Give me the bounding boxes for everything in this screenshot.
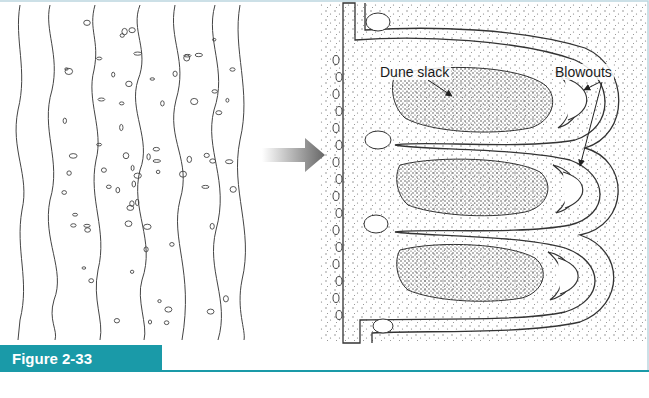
caption-bar (0, 345, 162, 371)
bead (333, 192, 339, 201)
pebble (62, 191, 67, 195)
pebble (84, 224, 90, 227)
bead (333, 124, 339, 133)
pebble (97, 57, 102, 60)
pebble (213, 38, 216, 41)
bead (333, 226, 339, 235)
pebble (119, 102, 124, 105)
pebble (131, 165, 134, 170)
pebble (67, 171, 71, 175)
pebble (165, 307, 172, 312)
pebble (158, 300, 161, 303)
pebble (116, 187, 120, 192)
bead (333, 90, 339, 99)
pebble (125, 221, 132, 227)
pebble (230, 68, 235, 71)
bead (336, 277, 342, 286)
pebble (187, 156, 192, 162)
dune-slack-label: Dune slack (378, 64, 451, 80)
bead (336, 73, 342, 82)
pebble (73, 213, 78, 216)
pebble (134, 173, 141, 178)
pebble (98, 98, 105, 101)
figure-caption: Figure 2-33 (12, 350, 92, 367)
bead (333, 56, 339, 65)
pebble (134, 52, 142, 55)
pebble (153, 160, 161, 163)
pebble (82, 267, 86, 269)
bead (333, 260, 339, 269)
pebble (120, 124, 123, 130)
pebble (71, 224, 76, 227)
bead (336, 175, 342, 184)
pebble (223, 296, 228, 302)
pebble (63, 118, 66, 123)
pebble (129, 28, 135, 33)
pebble (204, 153, 209, 157)
bead (336, 311, 342, 320)
pebble (170, 243, 174, 247)
bead (333, 294, 339, 303)
pebble (97, 143, 102, 146)
pebble (212, 90, 217, 93)
bead (333, 158, 339, 167)
pebble (123, 153, 129, 159)
bead (336, 141, 342, 150)
pebble (156, 170, 160, 173)
pebble (65, 68, 73, 74)
pebble (210, 159, 216, 163)
pebble (106, 185, 111, 188)
pebble (130, 270, 133, 273)
pebble (202, 185, 209, 188)
pebble (150, 78, 155, 80)
pebble (184, 55, 190, 61)
pebble (126, 81, 132, 86)
pebble (84, 20, 91, 25)
pebble (180, 171, 187, 177)
pebble (136, 199, 139, 205)
pebble (191, 98, 198, 104)
pebble (226, 160, 233, 164)
pebble (85, 228, 91, 232)
bead (336, 243, 342, 252)
pebble (161, 101, 165, 106)
pebble (132, 181, 136, 187)
pebble (210, 223, 214, 229)
pebble (216, 111, 222, 115)
pebble (65, 68, 68, 70)
pebble (101, 168, 106, 172)
pebble (112, 72, 115, 77)
pebble (173, 71, 177, 76)
blowouts-label: Blowouts (553, 64, 614, 80)
pebble (114, 319, 119, 323)
bead (336, 107, 342, 116)
bead (336, 209, 342, 218)
pebble (230, 187, 236, 193)
pebble (153, 147, 159, 151)
pebble (147, 154, 150, 160)
pebble (144, 224, 152, 229)
pebble (89, 279, 94, 283)
pebble (226, 98, 229, 102)
pebble (69, 154, 77, 159)
pebble (164, 321, 169, 325)
pebble (195, 53, 202, 56)
pebble (148, 320, 151, 324)
pebble (207, 309, 214, 314)
pebble (122, 28, 127, 34)
pebble (144, 247, 148, 252)
pebble (127, 205, 134, 210)
